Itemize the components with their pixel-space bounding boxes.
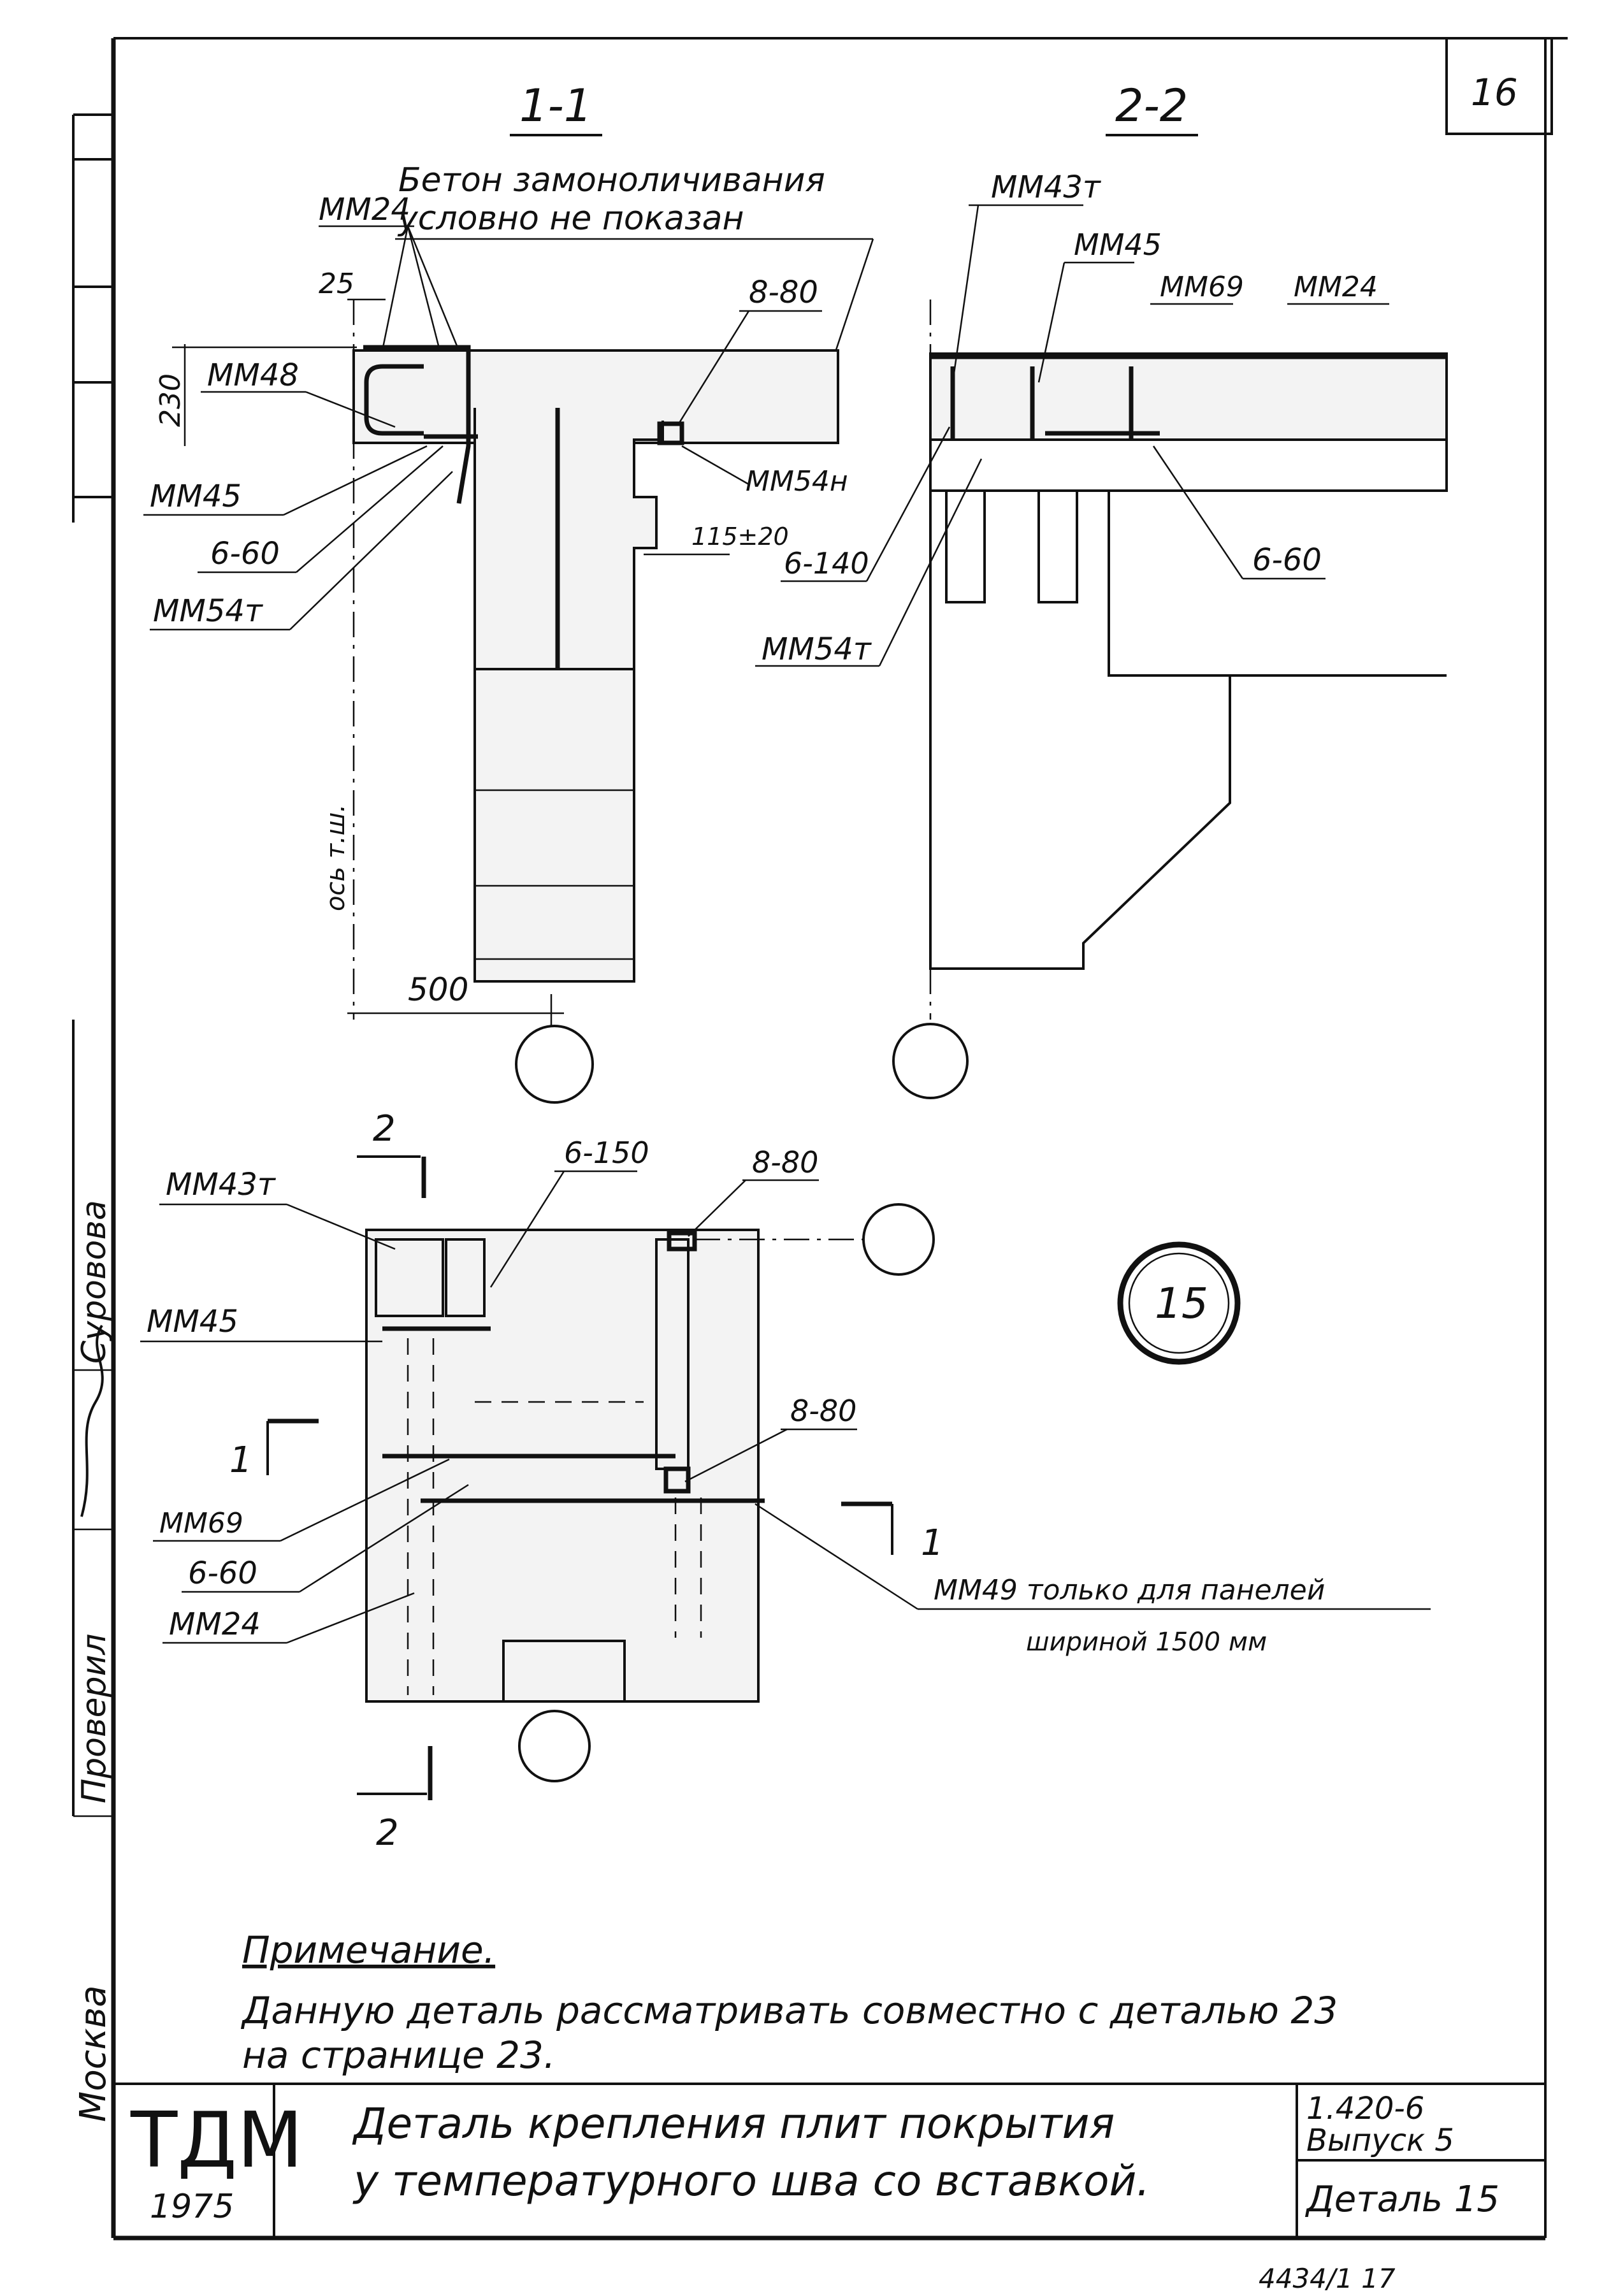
page-footer: 4434/1 17 [1259, 2263, 1396, 2294]
stamp-city: Москва [73, 1985, 114, 2122]
dim-230: 230 [154, 373, 187, 427]
plan-label-8-80-top: 8-80 [752, 1145, 818, 1180]
s2-label-mm24: ММ24 [1294, 271, 1378, 303]
s1-label-mm48: ММ48 [207, 357, 299, 393]
issue-number: Выпуск 5 [1306, 2123, 1454, 2158]
plan-label-mm49: ММ49 только для панелей [934, 1574, 1325, 1606]
s1-label-mm45: ММ45 [150, 479, 242, 514]
plan-axis-bubble-right [862, 1203, 935, 1276]
s2-label-mm69: ММ69 [1160, 271, 1244, 303]
s2-label-6-140: 6-140 [784, 546, 869, 581]
plan-label-mm69: ММ69 [159, 1507, 243, 1540]
drawing-title-line-2: у температурного шва со вставкой. [352, 2156, 1150, 2206]
s2-label-mm54t: ММ54т [762, 632, 872, 667]
stamp-surname: Суровова [75, 1200, 113, 1364]
plan-axis-bubble-bottom [518, 1710, 591, 1782]
section-2-beam-top [929, 438, 1448, 492]
s1-label-mm54t: ММ54т [153, 593, 264, 629]
section-1-title: 1-1 [519, 80, 592, 132]
plan-label-6-60: 6-60 [188, 1556, 257, 1591]
org-year: 1975 [150, 2188, 234, 2226]
mm48-loop [364, 364, 424, 436]
title-block [113, 2083, 1545, 2238]
section-1-wall [473, 408, 664, 983]
note-line-2: на странице 23. [242, 2033, 555, 2077]
detail-badge [1117, 1241, 1241, 1365]
s1-label-mm24: ММ24 [319, 192, 410, 227]
section-2-rib-2 [1037, 489, 1078, 603]
section-2-title: 2-2 [1115, 80, 1188, 132]
section-1-axis-bubble [515, 1025, 594, 1104]
cut-2-bottom: 2 [376, 1812, 399, 1854]
cut-1-right: 1 [921, 1522, 944, 1564]
dim-gap: 115±20 [691, 523, 789, 551]
stamp-checked-label: Проверил [75, 1633, 113, 1803]
cut-1-left: 1 [229, 1440, 252, 1481]
mm54n-plate [657, 421, 684, 445]
note-line-1: Данную деталь рассматривать совместно с … [240, 1989, 1338, 2032]
plan-outline [365, 1229, 760, 1703]
detail-badge-number: 15 [1155, 1279, 1208, 1328]
dim-500: 500 [408, 971, 468, 1008]
section-2-column [929, 440, 1231, 970]
plan-label-mm43t: ММ43т [166, 1167, 277, 1202]
side-stamp [72, 113, 113, 1817]
dim-25: 25 [319, 268, 354, 300]
s2-label-6-60: 6-60 [1252, 542, 1322, 578]
section-1-note-line2: условно не показан [397, 199, 744, 238]
sheet-frame [111, 37, 1568, 2241]
plan-label-mm24: ММ24 [169, 1606, 261, 1642]
plan-view: 2 2 1 1 ММ43т 6-150 8-80 ММ45 8-80 ММ69 … [140, 1108, 1431, 1854]
signature-mark [80, 1324, 104, 1517]
s2-label-mm45: ММ45 [1074, 227, 1162, 262]
sheet-number-box [1445, 37, 1553, 135]
mm24-bar [363, 345, 471, 504]
plan-label-mm45: ММ45 [147, 1304, 238, 1339]
plan-label-mm49-width: шириной 1500 мм [1026, 1628, 1267, 1657]
section-2-rib-1 [945, 489, 986, 603]
section-2-axis-bubble [892, 1023, 969, 1099]
plan-label-8-80-mid: 8-80 [790, 1394, 856, 1428]
detail-number: Деталь 15 [1304, 2179, 1499, 2220]
section-2-slab [929, 352, 1448, 441]
s1-label-mm54n: ММ54н [746, 465, 848, 498]
s1-label-6-60: 6-60 [210, 536, 280, 572]
series-code: 1.420-6 [1306, 2091, 1424, 2126]
drawing-title-line-1: Деталь крепления плит покрытия [352, 2099, 1115, 2148]
section-1-axis-label: ось т.ш. [321, 804, 350, 911]
s1-label-8-80: 8-80 [749, 275, 818, 310]
org-name: ТДМ [130, 2097, 303, 2185]
cut-2-top: 2 [373, 1108, 396, 1150]
plan-label-6-150: 6-150 [564, 1136, 649, 1170]
sheet-number: 16 [1471, 71, 1518, 114]
section-2-2: 2-2 ММ43т ММ45 ММ69 ММ24 6-140 ММ54т 6-6… [755, 80, 1448, 1099]
note-heading: Примечание. [242, 1928, 495, 1972]
section-1-note-line1: Бетон замоноличивания [398, 161, 825, 199]
section-2-beam [1108, 491, 1447, 677]
section-1-1: 1-1 Бетон замоноличивания условно не пок… [143, 80, 874, 1104]
s2-label-mm43t: ММ43т [991, 170, 1102, 205]
